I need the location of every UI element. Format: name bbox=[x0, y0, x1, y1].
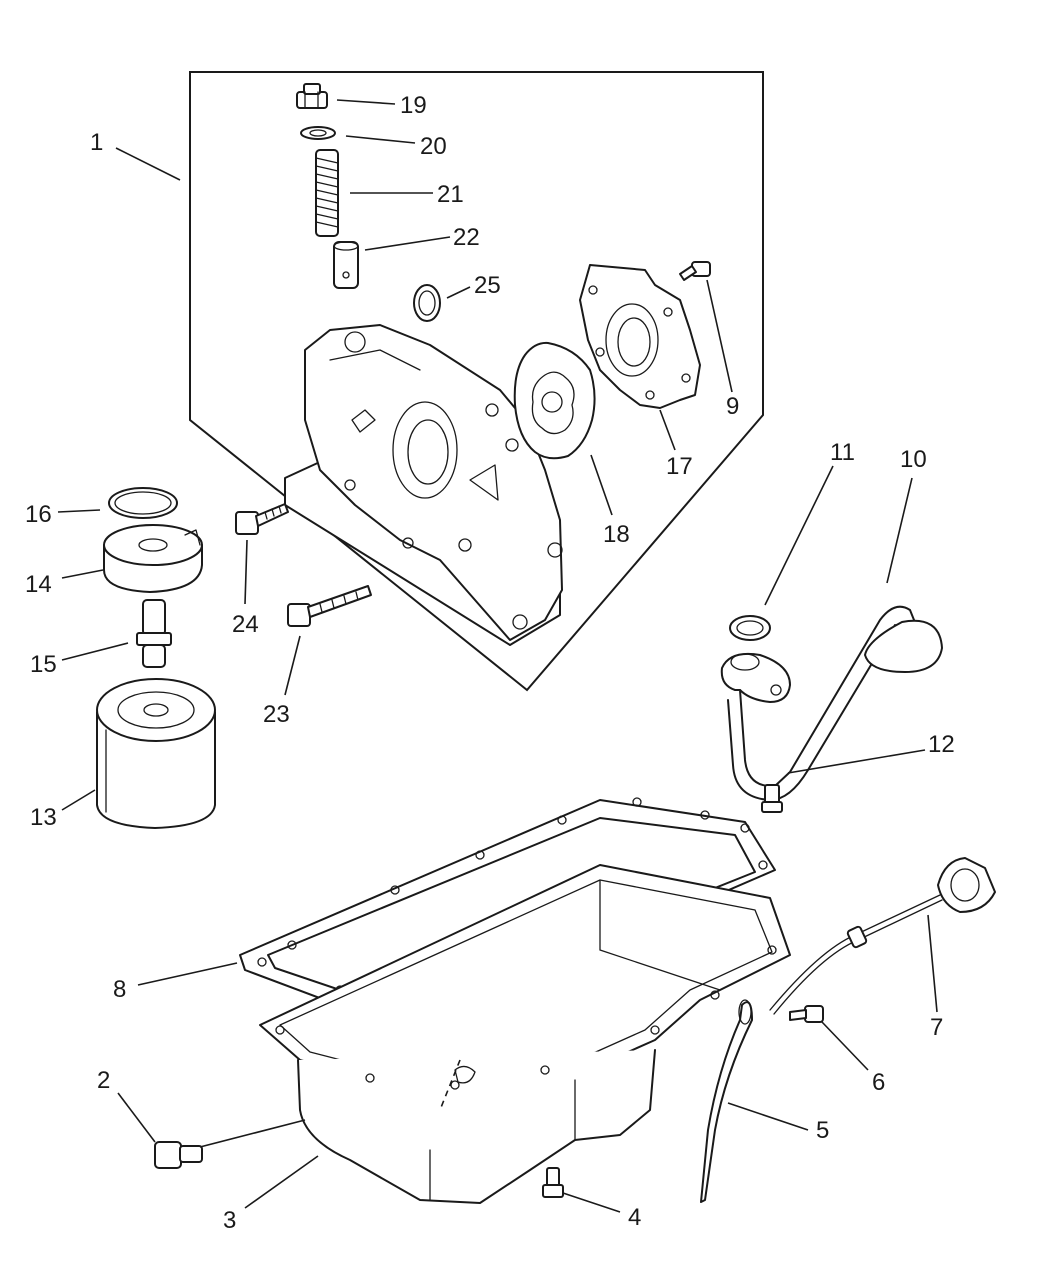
pump-rotor bbox=[513, 341, 596, 460]
callout-14: 14 bbox=[25, 571, 52, 598]
callout-16: 16 bbox=[25, 501, 52, 528]
callout-10: 10 bbox=[900, 446, 927, 473]
callout-labels: 1 2 3 4 5 6 7 8 9 10 11 12 13 14 15 16 1… bbox=[25, 92, 955, 1234]
callout-17: 17 bbox=[666, 453, 693, 480]
filter-nipple bbox=[136, 599, 172, 668]
short-bolt bbox=[235, 503, 289, 535]
callout-25: 25 bbox=[474, 272, 501, 299]
plug-washer bbox=[300, 126, 336, 140]
filter-adapter bbox=[103, 524, 203, 593]
pickup-o-ring bbox=[729, 615, 771, 641]
callout-9: 9 bbox=[726, 393, 739, 420]
cover-screw bbox=[679, 261, 711, 281]
pickup-bolt bbox=[761, 784, 783, 813]
callout-22: 22 bbox=[453, 224, 480, 251]
dipstick bbox=[769, 857, 996, 1015]
callout-19: 19 bbox=[400, 92, 427, 119]
callout-13: 13 bbox=[30, 804, 57, 831]
adapter-o-ring bbox=[108, 487, 178, 519]
callout-15: 15 bbox=[30, 651, 57, 678]
o-ring bbox=[413, 284, 441, 322]
tube-bolt bbox=[789, 1005, 824, 1023]
callout-4: 4 bbox=[628, 1204, 641, 1231]
callout-18: 18 bbox=[603, 521, 630, 548]
callout-20: 20 bbox=[420, 133, 447, 160]
relief-valve-plug bbox=[296, 83, 328, 109]
callout-11: 11 bbox=[830, 439, 855, 466]
drain-plug bbox=[154, 1141, 203, 1169]
callout-12: 12 bbox=[928, 731, 955, 758]
callout-5: 5 bbox=[816, 1117, 829, 1144]
pump-cover bbox=[579, 264, 701, 409]
oil-pickup-tube bbox=[720, 605, 943, 801]
callout-1: 1 bbox=[90, 129, 103, 156]
callout-8: 8 bbox=[113, 976, 126, 1003]
oil-filter bbox=[96, 678, 216, 829]
callout-24: 24 bbox=[232, 611, 259, 638]
callout-7: 7 bbox=[930, 1014, 943, 1041]
relief-valve bbox=[333, 241, 359, 289]
oil-pump-group-frame bbox=[189, 71, 764, 692]
leader-lines bbox=[57, 99, 938, 1213]
relief-valve-spring bbox=[315, 149, 339, 237]
oil-pump-housing bbox=[284, 324, 563, 646]
pan-bolt bbox=[542, 1167, 564, 1198]
long-bolt bbox=[287, 585, 372, 627]
callout-6: 6 bbox=[872, 1069, 885, 1096]
callout-2: 2 bbox=[97, 1067, 110, 1094]
callout-23: 23 bbox=[263, 701, 290, 728]
callout-3: 3 bbox=[223, 1207, 236, 1234]
oil-pan bbox=[259, 864, 791, 1204]
dipstick-tube bbox=[700, 999, 753, 1203]
callout-21: 21 bbox=[437, 181, 464, 208]
